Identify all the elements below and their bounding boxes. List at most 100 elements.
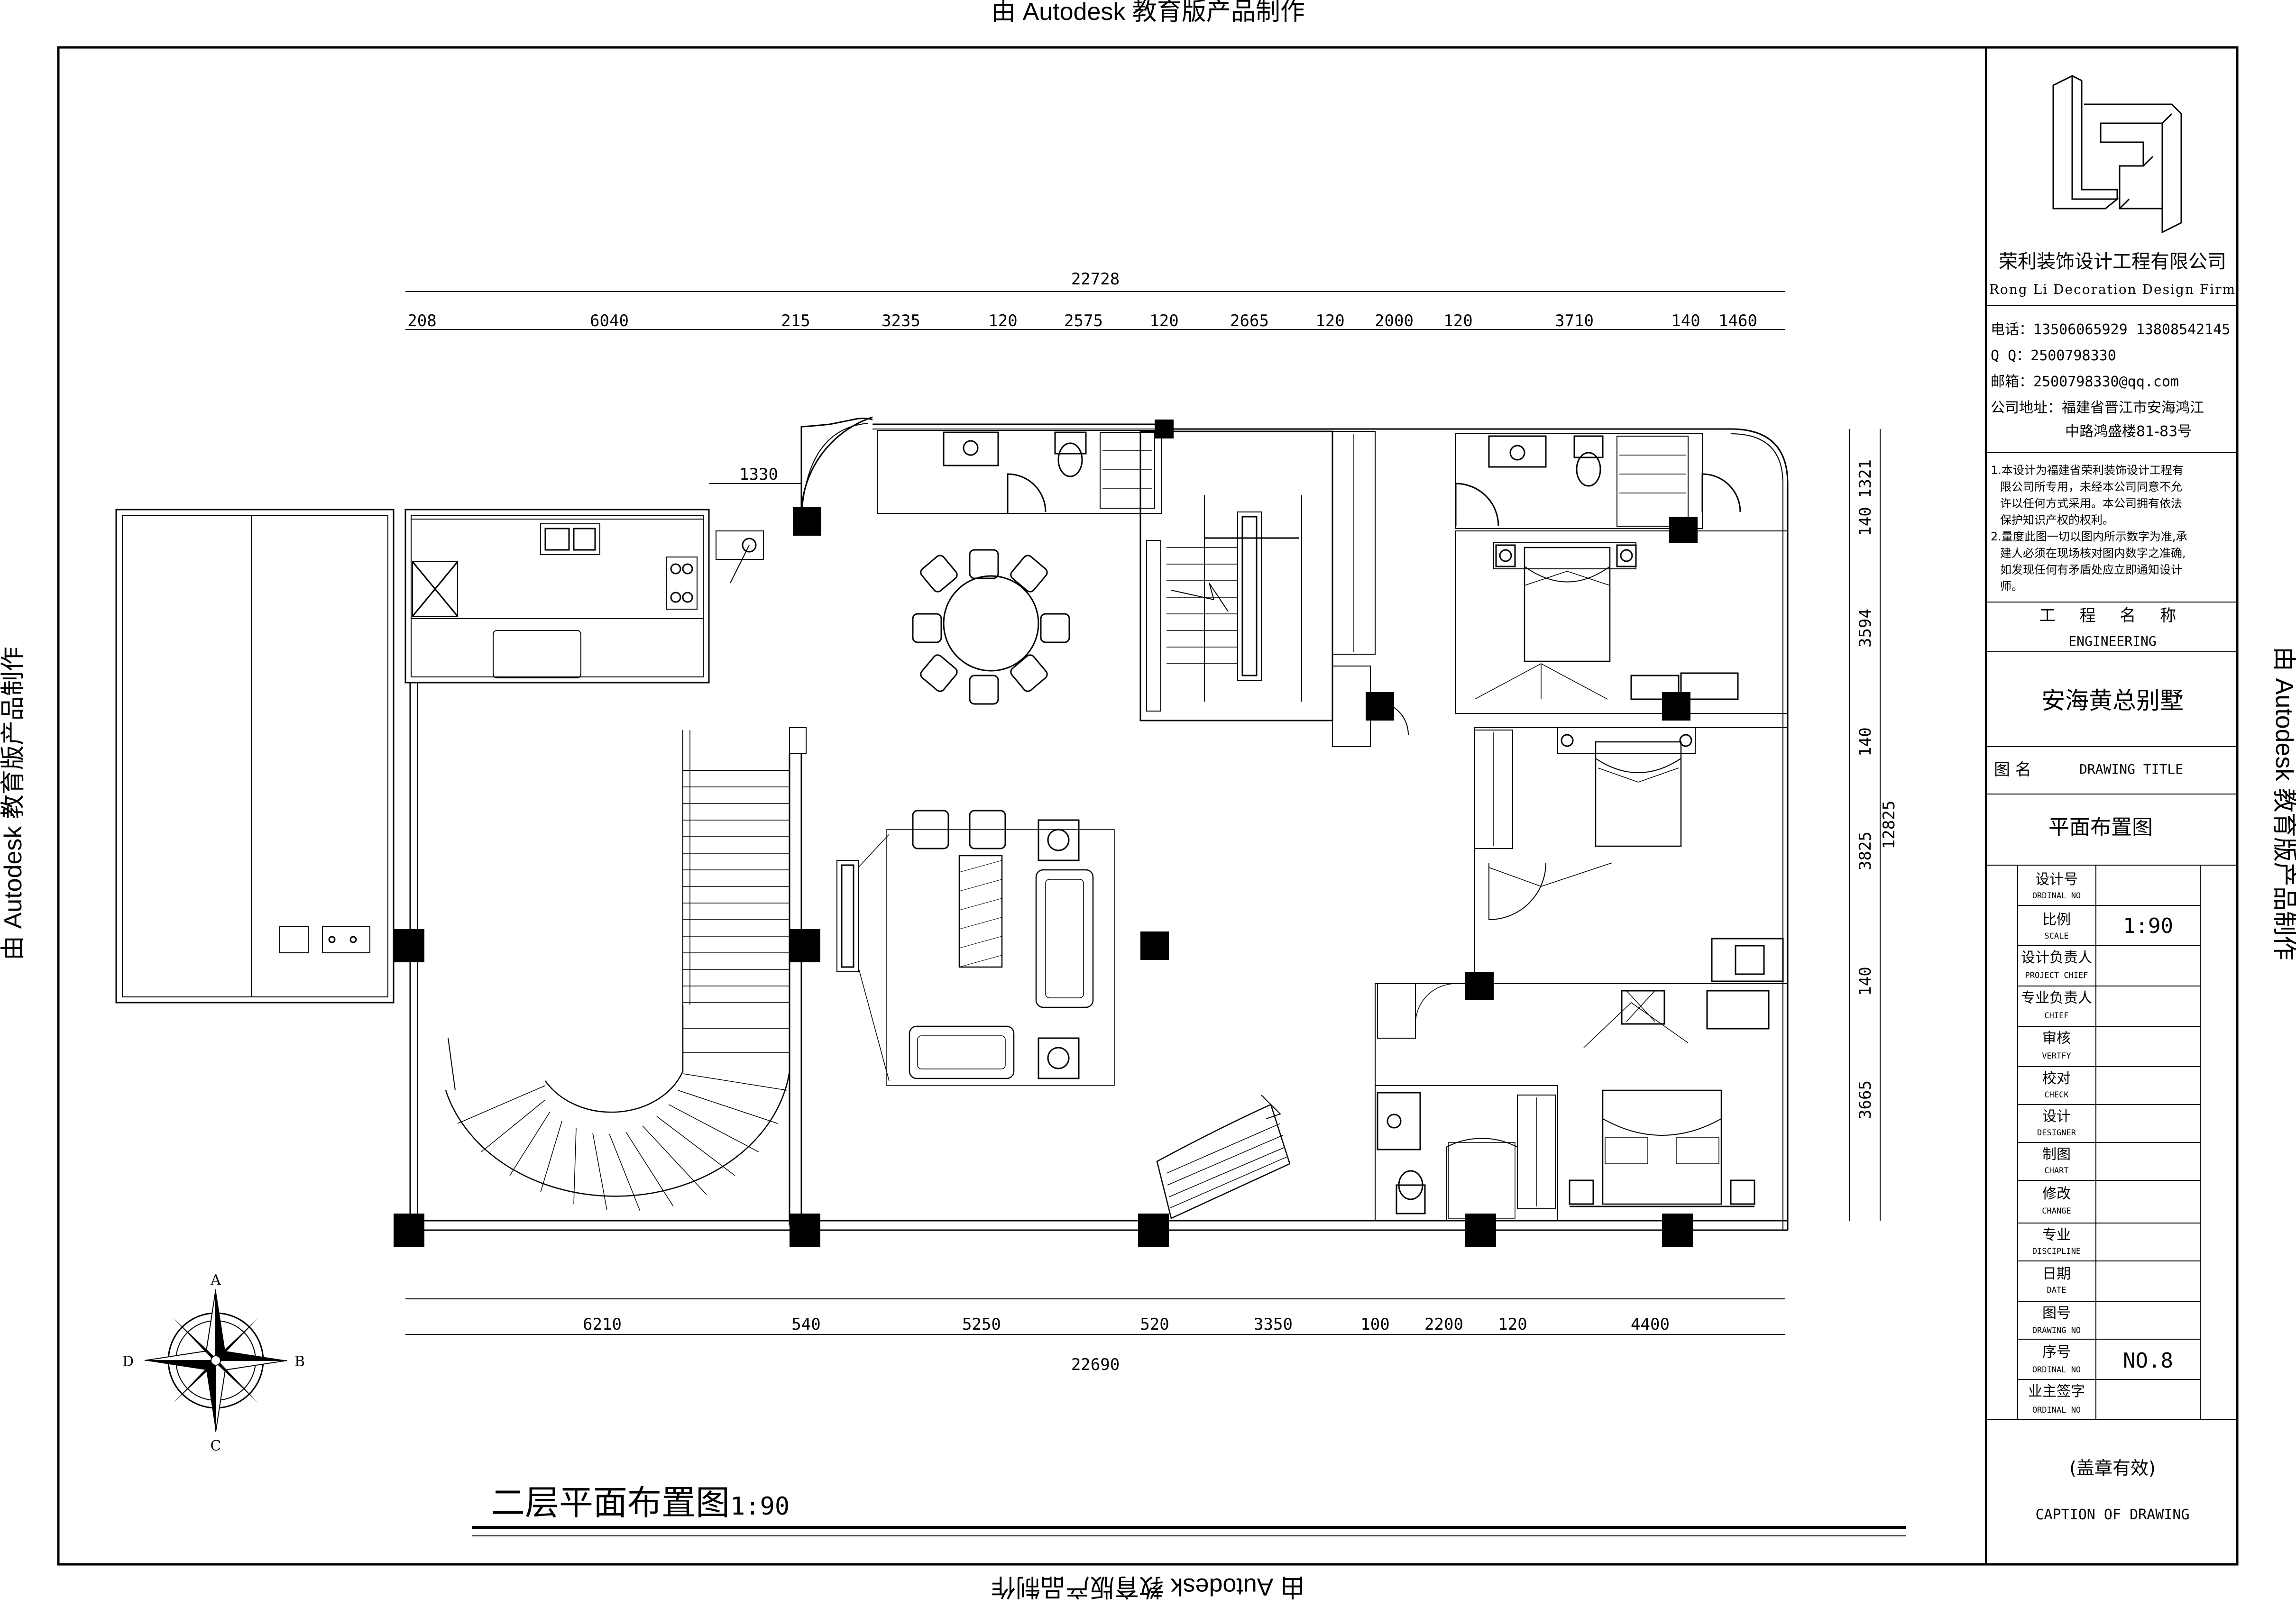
compass-icon: A C D B: [122, 1272, 305, 1454]
row-label-en: ORDINAL NO: [2032, 1365, 2081, 1375]
dim-bottom-label: 3350: [1254, 1315, 1293, 1334]
engineering-label: 工 程 名 称: [2039, 606, 2186, 625]
dim-right-total: 12825: [1880, 801, 1899, 849]
note-line: 保护知识产权的权利。: [2000, 513, 2114, 527]
dim-top-label: 2000: [1375, 311, 1414, 330]
drawing-title: 二层平面布置图: [491, 1483, 730, 1523]
dim-top-label: 215: [781, 311, 810, 330]
row-label: 专业负责人: [2021, 990, 2092, 1006]
dim-top-label: 2575: [1064, 311, 1103, 330]
watermark-bottom: 由 Autodesk 教育版产品制作: [991, 1573, 1305, 1600]
dimension-labels: 22728 208 6040 215 3235 120 2575 120 266…: [407, 270, 1899, 1374]
row-label-en: VERTFY: [2042, 1051, 2071, 1061]
note-line: 限公司所专用，未经本公司同意不允: [2000, 480, 2182, 493]
dining-table: [943, 575, 1039, 672]
row-label-en: CHIEF: [2044, 1011, 2068, 1021]
company-name: 荣利装饰设计工程有限公司: [1999, 251, 2226, 273]
address-line-2: 中路鸿盛楼81-83号: [2065, 423, 2192, 440]
drawing-name: 平面布置图: [2048, 815, 2153, 840]
caption-label: CAPTION OF DRAWING: [2035, 1507, 2189, 1523]
drawing-title-block: 二层平面布置图 1:90: [472, 1483, 1906, 1536]
dim-top-label: 3710: [1555, 311, 1594, 330]
dim-bottom-label: 540: [791, 1315, 820, 1334]
dim-top-label: 208: [407, 311, 436, 330]
row-label: 修改: [2042, 1186, 2071, 1202]
kitchen: [404, 509, 710, 684]
dim-right-label: 140: [1856, 967, 1875, 995]
sofa-short: [909, 1025, 1015, 1079]
row-label: 制图: [2042, 1146, 2071, 1163]
company-logo-icon: [2052, 74, 2182, 234]
dim-top-label: 2665: [1230, 311, 1269, 330]
email: 邮箱：2500798330@qq.com: [1991, 374, 2179, 390]
title-block: 荣利装饰设计工程有限公司 Rong Li Decoration Design F…: [1986, 74, 2237, 1523]
dim-bottom-label: 6210: [583, 1315, 622, 1334]
row-label: 审核: [2042, 1030, 2071, 1047]
row-label-en: CHART: [2044, 1166, 2068, 1176]
dim-top-label: 3235: [882, 311, 920, 330]
row-label-en: ORDINAL NO: [2032, 891, 2081, 901]
drawing-scale: 1:90: [730, 1492, 790, 1521]
row-label: 日期: [2042, 1266, 2071, 1282]
watermark-right: 由 Autodesk 教育版产品制作: [2270, 647, 2296, 960]
row-label-en: PROJECT CHIEF: [2025, 971, 2088, 980]
note-line: 建人必须在现场核对图内数字之准确,: [2000, 547, 2186, 560]
dim-bottom-label: 100: [1360, 1315, 1389, 1334]
disclaimer-notes: 1.本设计为福建省荣利装饰设计工程有 限公司所专用，未经本公司同意不允 许以任何…: [1991, 464, 2187, 593]
row-label-en: SCALE: [2044, 931, 2068, 941]
company-name-en: Rong Li Decoration Design Firm: [1989, 282, 2236, 297]
terrace: [115, 509, 395, 1004]
drawing-title-label: 图 名: [1994, 760, 2031, 779]
watermark-left: 由 Autodesk 教育版产品制作: [0, 647, 27, 960]
row-label-en: DISCIPLINE: [2032, 1247, 2081, 1256]
bedroom-1: [1455, 530, 1788, 714]
compass-label: A: [210, 1272, 221, 1288]
row-label-en: DESIGNER: [2037, 1128, 2076, 1138]
drawing-title-label-en: DRAWING TITLE: [2079, 761, 2183, 777]
dim-bottom-label: 520: [1140, 1315, 1169, 1334]
dimension-lines: [405, 291, 1881, 1335]
bath-upper-right: [1455, 433, 1703, 529]
dim-right-label: 3594: [1856, 609, 1875, 648]
dim-top-label: 120: [1443, 311, 1472, 330]
dim-top-label: 120: [1315, 311, 1344, 330]
note-line: 师。: [2000, 580, 2023, 593]
bath-lower: [1375, 1085, 1558, 1221]
watermark-top: 由 Autodesk 教育版产品制作: [991, 0, 1305, 26]
sofa-long: [1035, 869, 1094, 1008]
compass-label: B: [294, 1353, 305, 1370]
stamp-note: (盖章有效): [2069, 1458, 2156, 1479]
phone: 电话：13506065929 13808542145: [1991, 321, 2230, 338]
stair-core: [1139, 430, 1333, 721]
note-line: 如发现任何有矛盾处应立即通知设计: [2000, 563, 2182, 576]
floor-plan: [115, 416, 1789, 1231]
dim-bottom-label: 5250: [962, 1315, 1001, 1334]
compass-label: D: [122, 1353, 134, 1370]
living-area: [886, 829, 1115, 1086]
drawing-frame: [57, 46, 2239, 1566]
row-label-en: DATE: [2047, 1286, 2066, 1295]
row-label: 设计号: [2035, 871, 2078, 888]
ordinal-value: NO.8: [2123, 1349, 2173, 1373]
row-label: 图号: [2042, 1305, 2071, 1322]
dim-top-label: 6040: [590, 311, 629, 330]
project-name: 安海黄总别墅: [2041, 687, 2184, 714]
dim-top-label: 1460: [1718, 311, 1757, 330]
row-label-en: DRAWING NO: [2032, 1326, 2081, 1335]
dim-right-label: 140: [1856, 727, 1875, 756]
engineering-label-en: ENGINEERING: [2068, 633, 2156, 649]
bedroom-3: [1375, 983, 1788, 1221]
dim-bottom-total: 22690: [1071, 1355, 1120, 1374]
spiral-stair: [579, 1005, 683, 1109]
dim-bottom-label: 4400: [1631, 1315, 1670, 1334]
note-line: 1.本设计为福建省荣利装饰设计工程有: [1991, 464, 2184, 477]
structural-columns: [394, 420, 1698, 1247]
dim-bottom-label: 120: [1498, 1315, 1527, 1334]
scale-value: 1:90: [2123, 914, 2173, 938]
dim-top-label: 120: [988, 311, 1017, 330]
row-label: 比例: [2042, 912, 2071, 928]
qq: Q Q：2500798330: [1991, 347, 2116, 364]
row-label: 设计负责人: [2021, 950, 2092, 966]
